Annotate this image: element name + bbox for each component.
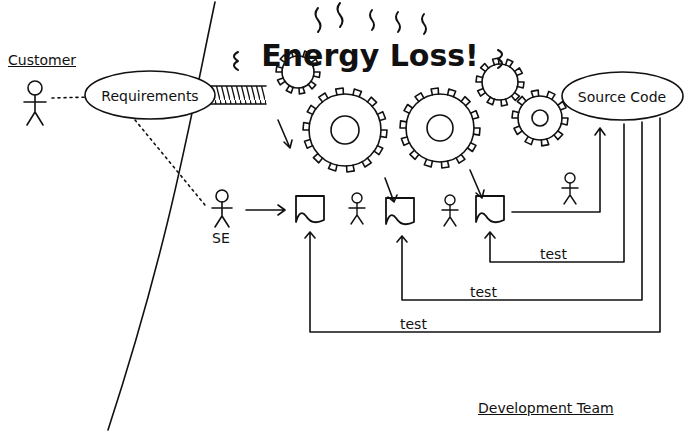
boundary-line: [108, 2, 215, 430]
node-text: Source Code: [578, 89, 666, 105]
arrow: [246, 205, 285, 215]
gear: [482, 64, 518, 100]
dotted-line: [135, 120, 205, 205]
developer-figure: [349, 173, 578, 226]
test-lines: [305, 118, 660, 332]
gear-hub: [532, 110, 548, 126]
node-text: Requirements: [101, 88, 198, 104]
gear: [406, 94, 474, 162]
gear: [518, 96, 562, 140]
document: [296, 196, 504, 224]
arrow: [512, 128, 605, 212]
label: test: [540, 246, 567, 262]
label: test: [400, 316, 427, 332]
gear-hub: [331, 116, 359, 144]
label: SE: [212, 230, 230, 246]
gear-teeth: [400, 88, 480, 168]
arrows: [278, 120, 484, 202]
gear-teeth: [512, 90, 568, 146]
ellipse-node: Requirements: [84, 70, 216, 120]
ellipse-node: Source Code: [561, 71, 684, 121]
gear-hub: [427, 115, 453, 141]
se-figure: [212, 190, 232, 227]
customer-figure: [24, 81, 46, 125]
label: Customer: [8, 52, 76, 68]
gear-teeth: [303, 88, 387, 172]
gear: [309, 94, 381, 166]
label: test: [470, 284, 497, 300]
title: Energy Loss!: [261, 38, 479, 73]
label: Development Team: [478, 400, 614, 416]
